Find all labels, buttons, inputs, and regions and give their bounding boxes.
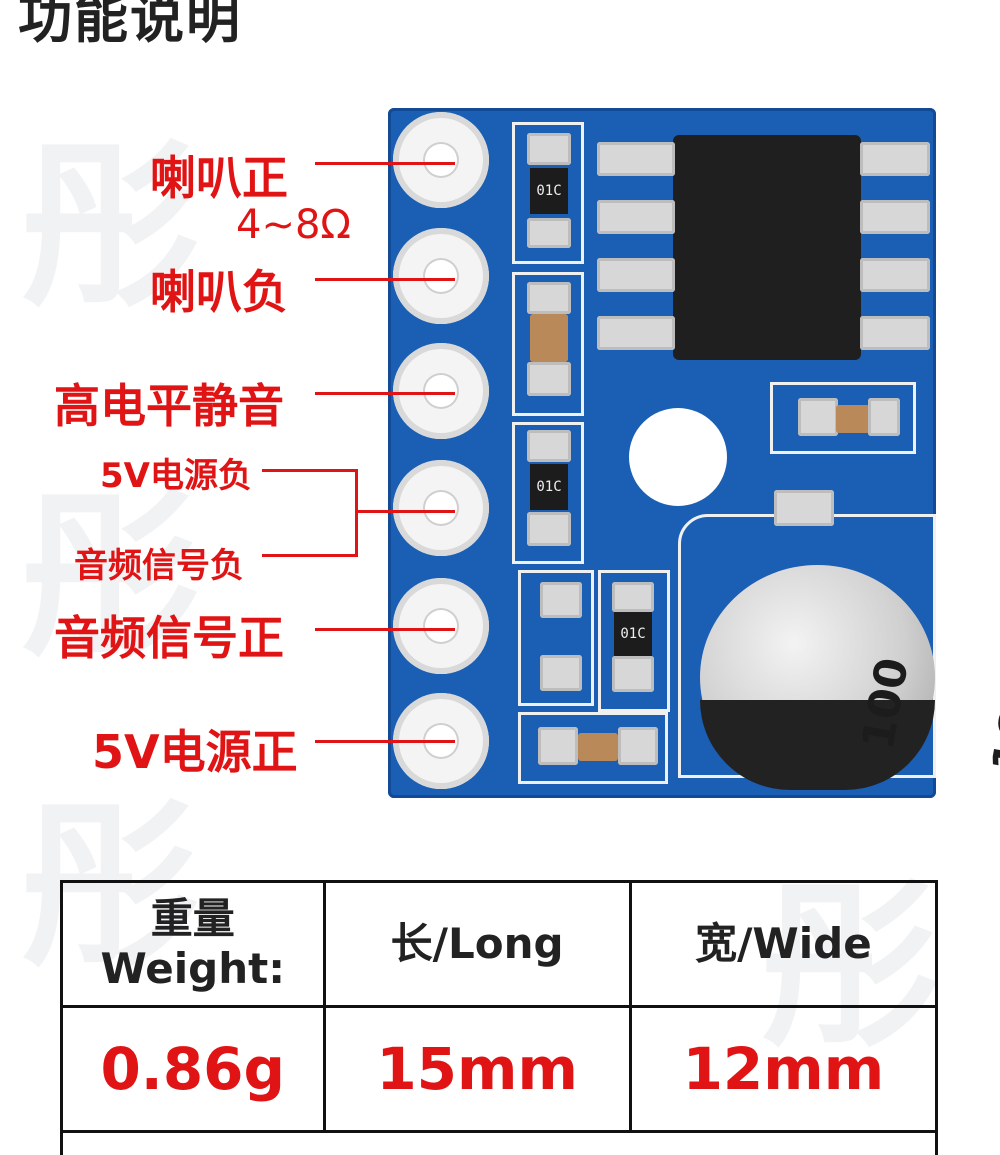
label-mute: 高电平静音 xyxy=(54,370,284,436)
resistor: 01C xyxy=(530,168,568,214)
resistor-pad xyxy=(527,133,571,165)
amplifier-chip xyxy=(673,135,861,360)
width-value: 12mm xyxy=(630,1007,936,1132)
weight-value: 0.86g xyxy=(62,1007,325,1132)
smd-pad xyxy=(540,582,582,618)
bracket-line xyxy=(355,469,358,557)
length-value: 15mm xyxy=(324,1007,630,1132)
resistor-pad xyxy=(612,582,654,612)
weight-header: 重量 Weight: xyxy=(62,882,325,1007)
weight-header-en: Weight: xyxy=(64,944,322,994)
chip-lead xyxy=(597,316,675,350)
capacitor-pad xyxy=(798,398,838,436)
resistor-pad xyxy=(527,430,571,462)
pin-1 xyxy=(393,112,489,208)
leader-line xyxy=(315,740,455,743)
capacitor-smd xyxy=(836,405,870,433)
capacitor-smd xyxy=(578,733,618,761)
mounting-hole xyxy=(629,408,727,506)
weight-header-cn: 重量 xyxy=(64,894,322,944)
label-audio-positive: 音频信号正 xyxy=(54,602,284,668)
smd-pad xyxy=(774,490,834,526)
capacitor-pad xyxy=(868,398,900,436)
chip-lead xyxy=(860,258,930,292)
resistor: 01C xyxy=(530,464,568,510)
label-impedance: 4~8Ω xyxy=(236,202,351,248)
chip-lead xyxy=(597,142,675,176)
capacitor-marking-line: 100 xyxy=(857,598,926,753)
capacitor-smd xyxy=(530,314,568,362)
table-row xyxy=(62,1132,937,1155)
chip-lead xyxy=(597,258,675,292)
label-audio-negative: 音频信号负 xyxy=(74,538,244,587)
leader-line xyxy=(315,392,455,395)
resistor-pad xyxy=(612,656,654,692)
resistor-pad xyxy=(527,218,571,248)
chip-lead xyxy=(860,316,930,350)
spec-table: 重量 Weight: 长/Long 宽/Wide 0.86g 15mm 12mm xyxy=(60,880,938,1155)
resistor: 01C xyxy=(614,612,652,656)
capacitor-pad xyxy=(538,727,578,765)
pin-5 xyxy=(393,578,489,674)
label-speaker-negative: 喇叭负 xyxy=(150,256,288,322)
leader-line xyxy=(315,278,455,281)
length-header: 长/Long xyxy=(324,882,630,1007)
leader-line xyxy=(315,162,455,165)
leader-line xyxy=(262,469,357,472)
chip-lead xyxy=(860,200,930,234)
pin-3 xyxy=(393,343,489,439)
leader-line xyxy=(315,628,455,631)
pin-2 xyxy=(393,228,489,324)
label-power-negative: 5V电源负 xyxy=(100,448,252,497)
capacitor-marking-line: 1CV xyxy=(987,620,1000,775)
resistor-pad xyxy=(527,512,571,546)
label-speaker-positive: 喇叭正 xyxy=(150,142,288,208)
label-power-positive: 5V电源正 xyxy=(92,716,298,782)
chip-lead xyxy=(860,142,930,176)
leader-line xyxy=(357,510,455,513)
smd-pad xyxy=(540,655,582,691)
page-title: 功能说明 xyxy=(18,0,242,53)
chip-lead xyxy=(597,200,675,234)
width-header: 宽/Wide xyxy=(630,882,936,1007)
capacitor-pad xyxy=(527,282,571,314)
pin-4 xyxy=(393,460,489,556)
capacitor-pad xyxy=(527,362,571,396)
leader-line xyxy=(262,554,357,557)
capacitor-pad xyxy=(618,727,658,765)
